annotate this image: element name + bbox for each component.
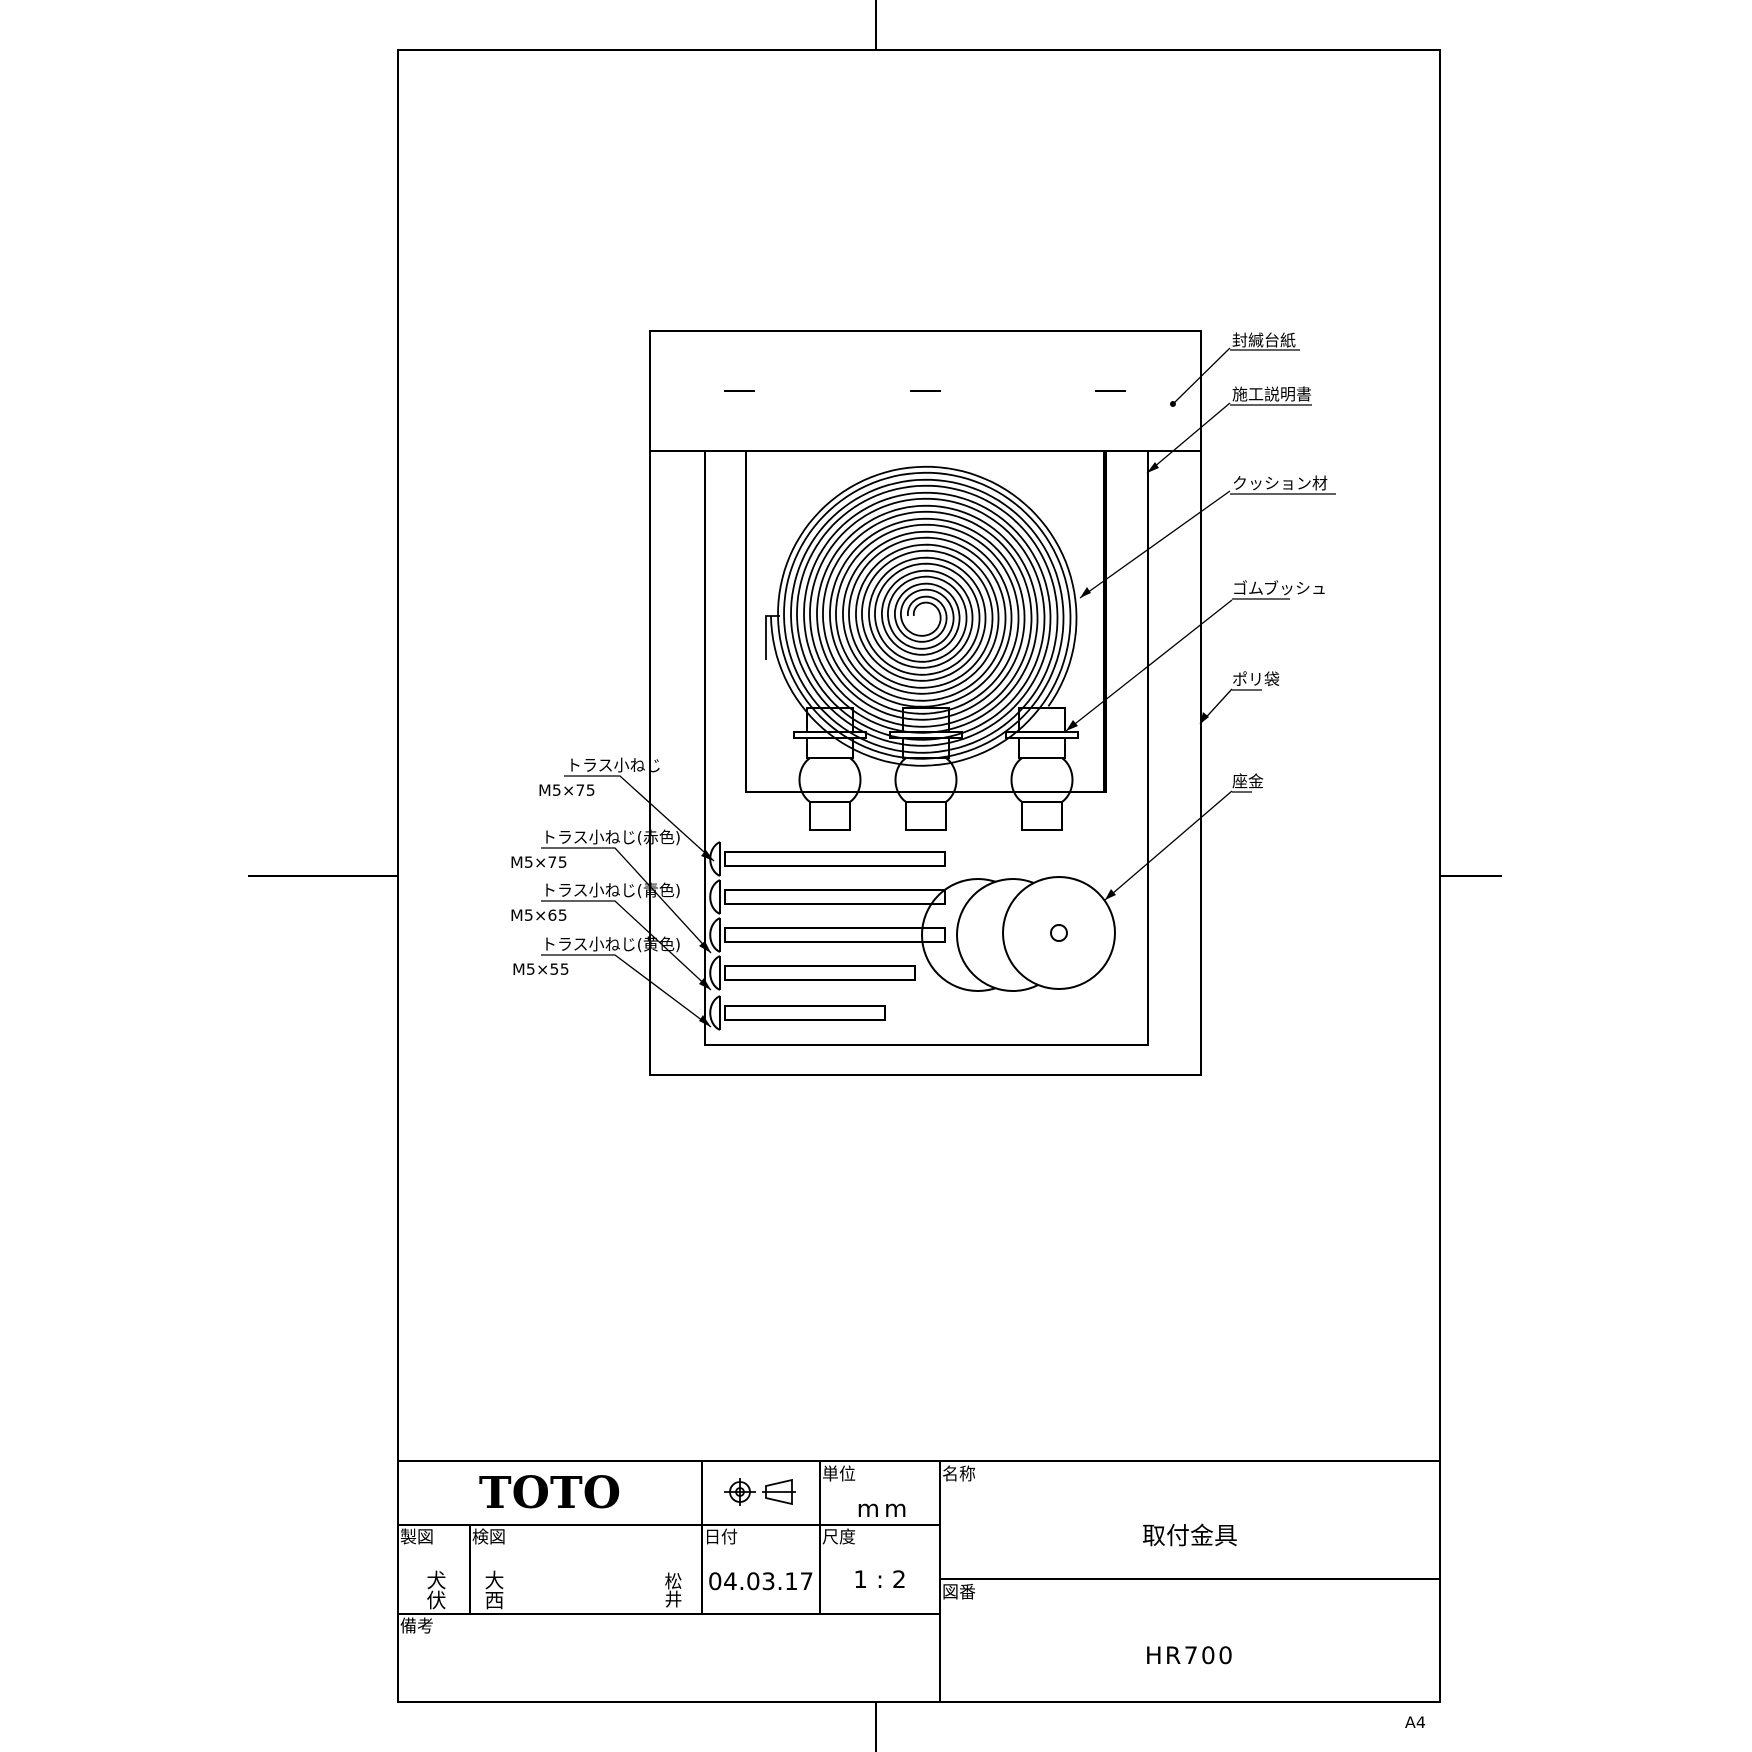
- title-block-text: TOTO 単位 mm 名称 取付金具 製図 犬伏 検図 大西 松井 日付 04.…: [400, 1465, 1238, 1670]
- drawing-label-text: 封緘台紙 施工説明書 クッション材 ゴムブッシュ ポリ袋 座金 トラス小ねじ M…: [510, 331, 1328, 979]
- label-screw-4-name: トラス小ねじ(黄色): [541, 935, 681, 954]
- label-cushion: クッション材: [1232, 474, 1328, 493]
- remarks-label: 備考: [400, 1617, 434, 1637]
- drawn-by: 犬伏: [423, 1570, 447, 1610]
- unit-label: 単位: [822, 1465, 856, 1485]
- label-manual: 施工説明書: [1232, 385, 1312, 404]
- label-screw-3-name: トラス小ねじ(青色): [541, 881, 681, 900]
- screw-5: [709, 995, 886, 1031]
- checked-by: 大西: [481, 1570, 505, 1610]
- scale-label: 尺度: [822, 1528, 856, 1548]
- label-washer: 座金: [1232, 772, 1264, 791]
- label-screw-1-name: トラス小ねじ: [566, 756, 662, 775]
- package-drawing: [541, 330, 1336, 1076]
- scale-value: 1 : 2: [853, 1566, 907, 1594]
- screw-3: [709, 917, 946, 953]
- drawing-number: HR700: [1145, 1642, 1236, 1670]
- date-value: 04.03.17: [708, 1568, 815, 1596]
- screw-2: [709, 879, 946, 915]
- sealing-board-outline: [649, 330, 1202, 1076]
- sheet-frame: [397, 49, 1441, 1703]
- name-value: 取付金具: [1142, 1522, 1238, 1550]
- checked-label: 検図: [472, 1528, 506, 1548]
- label-screw-2-size: M5×75: [510, 853, 568, 872]
- center-marks: [248, 0, 1502, 1752]
- screw-group: [709, 841, 946, 1031]
- label-sealing-board: 封緘台紙: [1232, 331, 1296, 350]
- company-logo: TOTO: [479, 1468, 621, 1519]
- cushion-coil: [765, 465, 1078, 767]
- unit-value: mm: [857, 1495, 912, 1523]
- name-label: 名称: [942, 1465, 976, 1485]
- screw-4: [709, 955, 916, 991]
- leader-lines: [541, 347, 1336, 1028]
- label-rubber-bush: ゴムブッシュ: [1232, 579, 1327, 598]
- drawing-number-label: 図番: [942, 1583, 976, 1603]
- label-screw-3-size: M5×65: [510, 906, 568, 925]
- third-angle-projection-icon: [724, 1478, 796, 1506]
- title-block: [398, 1460, 1440, 1702]
- label-screw-1-size: M5×75: [538, 781, 596, 800]
- label-screw-4-size: M5×55: [512, 960, 570, 979]
- washer-group: [921, 876, 1116, 992]
- paper-size: A4: [1405, 1713, 1426, 1732]
- screw-1: [709, 841, 946, 877]
- label-screw-2-name: トラス小ねじ(赤色): [541, 828, 681, 847]
- leader-arrowheads: [699, 401, 1209, 1027]
- date-label: 日付: [704, 1528, 738, 1548]
- label-poly-bag: ポリ袋: [1232, 670, 1280, 689]
- approver-stamp: 松井: [662, 1572, 683, 1608]
- manual-outline: [704, 450, 1149, 1046]
- rubber-bush-group: [793, 707, 1079, 831]
- drawn-label: 製図: [400, 1528, 434, 1548]
